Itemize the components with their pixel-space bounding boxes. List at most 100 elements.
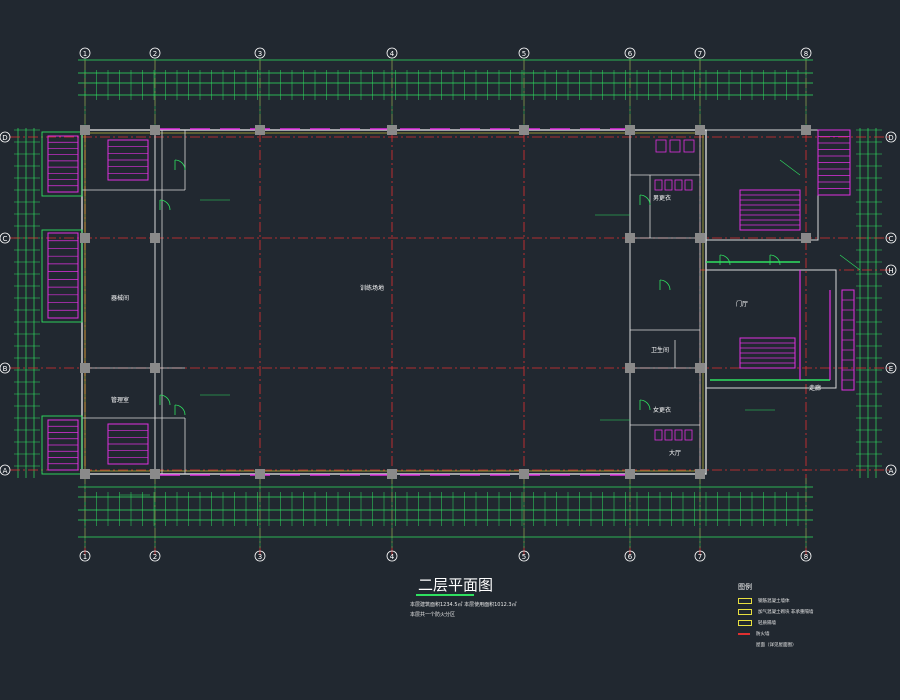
axis-bubble	[885, 464, 897, 476]
axis-label: 7	[698, 553, 702, 561]
annex-wall	[41, 229, 83, 323]
fixture	[674, 429, 683, 441]
column	[695, 233, 705, 243]
axis-label: 7	[698, 50, 702, 58]
door-swing	[639, 399, 651, 411]
axis-bubble	[0, 232, 11, 244]
room-label: 门厅	[736, 300, 748, 308]
axis-label: A	[3, 467, 8, 475]
column	[255, 125, 265, 135]
axis-bubble	[149, 550, 161, 562]
legend-label: 钢筋混凝土墙体	[758, 599, 790, 604]
axis-bubble	[0, 464, 11, 476]
room-label: 卫生间	[651, 346, 669, 354]
legend-item: 加气混凝土砌块 非承重隔墙	[738, 609, 858, 615]
legend-swatch-yellow	[738, 609, 752, 615]
fixture	[655, 139, 667, 153]
legend-item: 钢筋混凝土墙体	[738, 598, 858, 604]
axis-label: E	[889, 365, 893, 373]
legend-swatch-yellow	[738, 620, 752, 626]
axis-bubble	[386, 550, 398, 562]
axis-label: 2	[153, 553, 157, 561]
column	[80, 363, 90, 373]
column	[519, 125, 529, 135]
legend: 图例 钢筋混凝土墙体 加气混凝土砌块 非承重隔墙 轻质隔墙 防火墙 屋面（详见屋…	[738, 582, 858, 648]
door-swing	[174, 404, 186, 416]
axis-label: C	[889, 235, 894, 243]
fixture	[683, 139, 695, 153]
fixture	[674, 179, 683, 191]
door-swing	[159, 394, 171, 406]
column	[387, 125, 397, 135]
room-label: 管理室	[111, 396, 129, 404]
annex-wall	[41, 131, 83, 197]
legend-label: 防火墙	[756, 632, 770, 637]
fixture	[654, 179, 663, 191]
column	[801, 233, 811, 243]
fixture	[664, 179, 673, 191]
axis-label: 4	[390, 553, 395, 561]
column	[695, 363, 705, 373]
legend-swatch-yellow	[738, 598, 752, 604]
axis-label: 1	[83, 553, 87, 561]
axis-label: 2	[153, 50, 157, 58]
column	[625, 233, 635, 243]
axis-bubble	[694, 47, 706, 59]
column	[695, 469, 705, 479]
axis-label: 8	[804, 50, 808, 58]
column	[150, 125, 160, 135]
column	[80, 233, 90, 243]
axis-label: B	[3, 365, 8, 373]
axis-bubble	[624, 550, 636, 562]
stair-left-top	[47, 135, 79, 193]
axis-bubble	[0, 131, 11, 143]
axis-label: H	[888, 267, 893, 275]
axis-label: C	[3, 235, 8, 243]
fixture	[669, 139, 681, 153]
room-label: 走廊	[809, 384, 821, 392]
annex-wall	[705, 129, 819, 241]
door-swing	[159, 199, 171, 211]
axis-bubble	[254, 47, 266, 59]
legend-label: 轻质隔墙	[758, 621, 776, 626]
axis-bubble	[624, 47, 636, 59]
axis-label: 1	[83, 50, 87, 58]
fixture	[654, 429, 663, 441]
outer-wall	[81, 129, 707, 475]
door-swing	[174, 159, 186, 171]
column	[519, 469, 529, 479]
axis-bubble	[885, 131, 897, 143]
axis-label: 5	[522, 553, 526, 561]
axis-bubble	[386, 47, 398, 59]
annotation-leader	[839, 254, 861, 271]
axis-bubble	[885, 362, 897, 374]
column	[80, 469, 90, 479]
axis-bubble	[79, 47, 91, 59]
axis-bubble	[518, 550, 530, 562]
axis-label: 4	[390, 50, 395, 58]
fixture	[684, 179, 693, 191]
legend-title: 图例	[738, 583, 752, 591]
fixture	[664, 429, 673, 441]
axis-label: 3	[258, 50, 262, 58]
axis-label: D	[2, 134, 7, 142]
axis-label: 8	[804, 553, 808, 561]
axis-bubble	[800, 550, 812, 562]
room-label: 大厅	[669, 449, 681, 457]
door-swing	[719, 254, 731, 266]
legend-swatch-red	[738, 633, 750, 635]
annex-wall	[41, 415, 83, 475]
legend-note: 屋面（详见屋面图）	[756, 643, 797, 648]
axis-bubble	[79, 550, 91, 562]
column	[625, 363, 635, 373]
column	[80, 125, 90, 135]
axis-label: 6	[628, 50, 633, 58]
column	[150, 363, 160, 373]
axis-bubble	[694, 550, 706, 562]
door-swing	[659, 279, 671, 291]
column	[801, 125, 811, 135]
axis-label: A	[889, 467, 894, 475]
axis-bubble	[254, 550, 266, 562]
